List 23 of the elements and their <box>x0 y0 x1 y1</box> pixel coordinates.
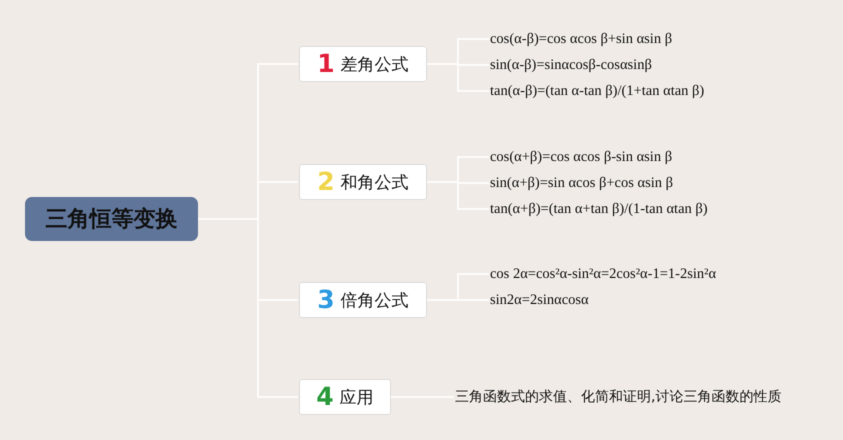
title-text: 和角公式 <box>340 172 409 194</box>
formula-text: tan(α+β)=(tan α+tan β)/(1-tan αtan β) <box>490 197 708 221</box>
formula-text: cos(α+β)=cos αcos β-sin αsin β <box>490 145 672 169</box>
number-label: 4 <box>316 383 334 411</box>
description-text: 三角函数式的求值、化简和证明,讨论三角函数的性质 <box>455 385 782 409</box>
topic-box <box>299 46 427 82</box>
formula-text: sin(α-β)=sinαcosβ-cosαsinβ <box>490 53 652 77</box>
formula-text: sin(α+β)=sin αcos β+cos αsin β <box>490 171 674 195</box>
topic-box <box>299 282 427 318</box>
number-label: 2 <box>317 168 335 196</box>
number-label: 3 <box>317 286 335 314</box>
title-text: 三角恒等变换 <box>46 206 178 234</box>
title-text: 倍角公式 <box>340 290 409 312</box>
formula-text: cos 2α=cos²α-sin²α=2cos²α-1=1-2sin²α <box>490 262 716 286</box>
formula-text: tan(α-β)=(tan α-tan β)/(1+tan αtan β) <box>490 79 704 103</box>
number-label: 1 <box>317 50 335 78</box>
root-box <box>25 197 198 241</box>
topic-box <box>299 164 427 200</box>
title-text: 差角公式 <box>340 54 409 76</box>
title-text: 应用 <box>340 386 374 408</box>
topic-box <box>299 379 391 415</box>
formula-text: cos(α-β)=cos αcos β+sin αsin β <box>490 27 672 51</box>
formula-text: sin2α=2sinαcosα <box>490 288 589 312</box>
